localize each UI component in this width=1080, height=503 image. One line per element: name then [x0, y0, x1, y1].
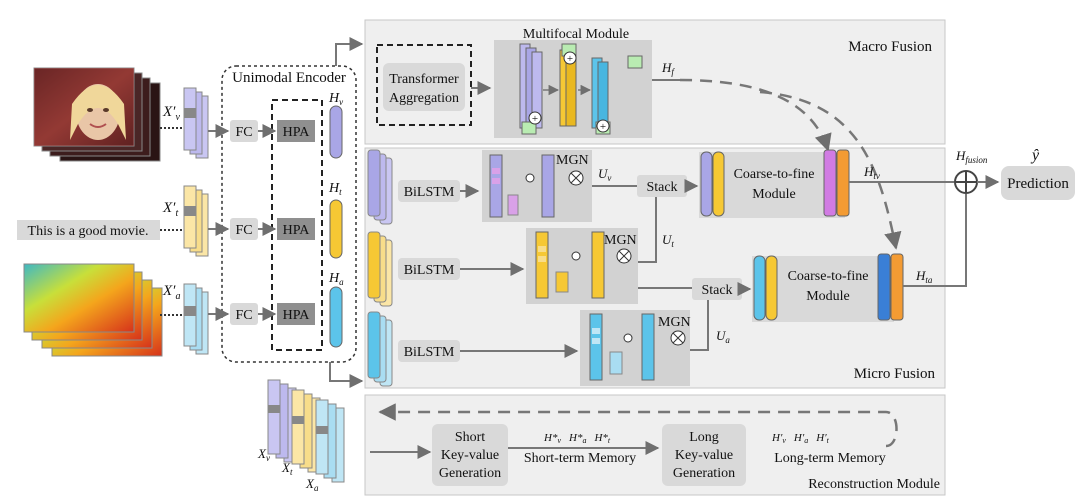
- stack-box-top: [637, 175, 687, 197]
- hf-dashed-to-ctf-top: [679, 78, 832, 152]
- fc-box-audio: FC: [230, 303, 258, 325]
- short-kv-line1: Short: [455, 430, 485, 445]
- hf-label: Hf: [661, 60, 675, 77]
- mgn-label-visual: MGN: [556, 153, 589, 168]
- mgn-block-audio: [580, 310, 690, 386]
- short-term-memory-label: Short-term Memory: [524, 451, 636, 466]
- video-frames-image: [33, 67, 161, 162]
- htv-label: Htv: [863, 164, 880, 181]
- visual-input-stack: [183, 87, 209, 159]
- bilstm-label-visual: BiLSTM: [404, 185, 455, 200]
- bilstm-box-text: [398, 258, 460, 280]
- svg-text:FC: FC: [235, 223, 252, 238]
- transformer-label-2: Aggregation: [389, 91, 459, 106]
- text-input-stack: [183, 185, 209, 257]
- yhat-label: ŷ: [1030, 147, 1040, 164]
- svg-text:FC: FC: [235, 308, 252, 323]
- transformer-label-1: Transformer: [389, 72, 459, 87]
- macro-fusion-label: Macro Fusion: [848, 39, 932, 55]
- hfusion-label: Hfusion: [955, 148, 988, 165]
- xt-prime-label: X′t: [162, 200, 178, 219]
- ctf-top-label-2: Module: [752, 187, 796, 202]
- stack-label-top: Stack: [646, 180, 677, 195]
- hpa-box-visual: HPA: [277, 120, 315, 142]
- bilstm-box-audio: [398, 340, 460, 362]
- long-kv-line3: Generation: [673, 466, 735, 481]
- ha-label: Ha: [328, 271, 344, 287]
- ut-label: Ut: [662, 232, 674, 249]
- short-kv-line3: Generation: [439, 466, 501, 481]
- ht-label: Ht: [328, 181, 342, 197]
- text-sample-box: [17, 220, 160, 240]
- audio-input-stack: [183, 283, 209, 355]
- text-sample: This is a good movie.: [28, 224, 149, 239]
- svg-text:HPA: HPA: [283, 223, 311, 238]
- multifocal-blocks: + + +: [519, 43, 643, 135]
- hv-bar: [329, 105, 343, 159]
- uv-label: Uv: [598, 166, 611, 183]
- svg-text:+: +: [567, 53, 573, 65]
- fc-box-text: FC: [230, 218, 258, 240]
- bilstm-label-text: BiLSTM: [404, 263, 455, 278]
- xv-prime-label: X′v: [162, 104, 180, 123]
- long-kv-box: [662, 424, 746, 486]
- ctf-bottom-label-2: Module: [806, 289, 850, 304]
- recon-xa-label: Xa: [305, 476, 319, 493]
- reconstruction-label: Reconstruction Module: [808, 477, 940, 492]
- unimodal-encoder-title: Unimodal Encoder: [232, 70, 346, 86]
- bilstm-label-audio: BiLSTM: [404, 345, 455, 360]
- prediction-box: [1001, 166, 1075, 200]
- ua-label: Ua: [716, 328, 730, 345]
- unimodal-encoder-box: [221, 65, 357, 363]
- transformer-dashed-box: [376, 44, 472, 126]
- recon-xv-label: Xv: [257, 446, 270, 463]
- hpa-box-text: HPA: [277, 218, 315, 240]
- stack-box-bottom: [692, 278, 742, 300]
- text-bilstm-stack: [367, 231, 393, 307]
- transformer-aggregation-box: [383, 63, 465, 111]
- svg-text:HPA: HPA: [283, 308, 311, 323]
- recon-xt-label: Xt: [281, 460, 293, 477]
- mgn-label-text: MGN: [604, 233, 637, 248]
- svg-text:+: +: [532, 113, 538, 125]
- micro-fusion-label: Micro Fusion: [854, 366, 936, 382]
- reconstruction-feedback-dashed: [378, 403, 898, 448]
- audio-bilstm-stack: [367, 311, 393, 387]
- long-term-memory-label: Long-term Memory: [774, 451, 886, 466]
- mgn-block-visual: [482, 150, 592, 222]
- ht-bar: [329, 199, 343, 259]
- reconstruction-input-stacks: [267, 379, 345, 483]
- mgn-label-audio: MGN: [658, 315, 691, 330]
- hta-label: Hta: [915, 268, 933, 285]
- svg-text:HPA: HPA: [283, 125, 311, 140]
- ctf-bottom-label-1: Coarse-to-fine: [788, 269, 869, 284]
- ctf-top-label-1: Coarse-to-fine: [734, 167, 815, 182]
- visual-bilstm-stack: [367, 149, 393, 225]
- ha-bar: [329, 286, 343, 348]
- mgn-block-text: [526, 228, 638, 304]
- svg-text:FC: FC: [235, 125, 252, 140]
- bilstm-box-visual: [398, 180, 460, 202]
- prediction-label: Prediction: [1007, 176, 1069, 192]
- stack-label-bottom: Stack: [701, 283, 732, 298]
- long-kv-line1: Long: [689, 430, 719, 445]
- short-kv-box: [432, 424, 508, 486]
- audio-spectrogram-image: [23, 263, 163, 357]
- multifocal-module-title: Multifocal Module: [523, 27, 629, 42]
- hpa-box-audio: HPA: [277, 303, 315, 325]
- svg-text:+: +: [600, 121, 606, 133]
- fc-box-visual: FC: [230, 120, 258, 142]
- long-kv-line2: Key-value: [675, 448, 733, 463]
- xa-prime-label: X′a: [162, 283, 180, 302]
- hv-label: Hv: [328, 91, 343, 107]
- short-kv-line2: Key-value: [441, 448, 499, 463]
